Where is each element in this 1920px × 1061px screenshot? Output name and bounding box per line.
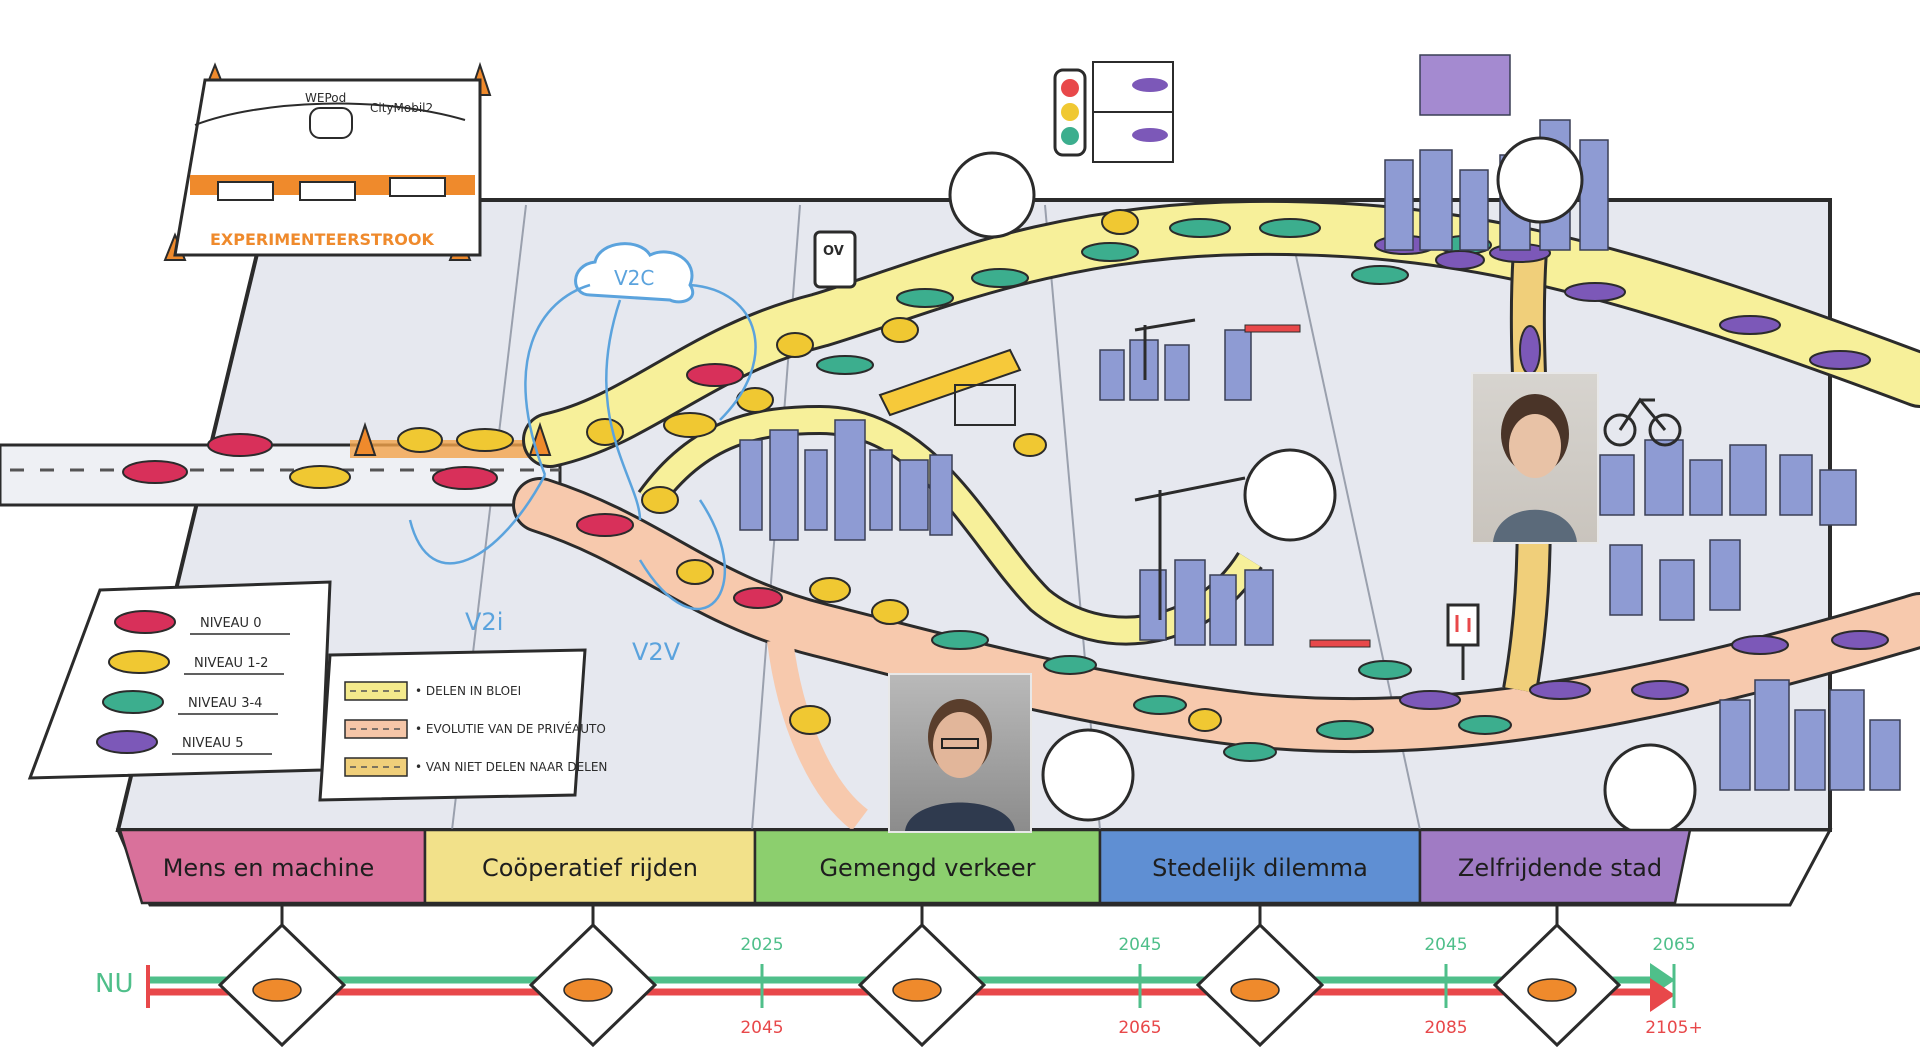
barrier [1244, 324, 1371, 648]
timeline-start-label: NU [95, 969, 133, 999]
milestone-car-icon [892, 978, 942, 1002]
tablet-ov-label: OV [823, 244, 844, 259]
timeline-arrow [1650, 978, 1675, 1012]
timeline-year-bottom: 2105+ [1645, 1018, 1703, 1038]
phase-segment [1418, 828, 1692, 905]
road-sign-icon [1446, 603, 1480, 680]
v2i-label: V2i [465, 608, 503, 636]
phase-bar: Mens en machine Coöperatief rijden Gemengd… [118, 828, 1692, 905]
car-niveau-0 [122, 363, 783, 609]
sign-label-wepod: WEPod [305, 91, 346, 105]
crane [1134, 318, 1246, 620]
v2c-label: V2C [614, 266, 654, 290]
phase-label: Mens en machine [163, 854, 375, 882]
v2v-label: V2V [632, 638, 681, 666]
legend-level-label: NIVEAU 5 [182, 736, 243, 751]
legend-car-swatch [102, 690, 164, 714]
portrait-photo-woman [1471, 372, 1599, 544]
legend-road-label: • VAN NIET DELEN NAAR DELEN [415, 760, 607, 774]
phase-label: Coöperatief rijden [482, 854, 698, 882]
timeline-year-top: 2045 [1424, 935, 1467, 955]
timeline-year-top: 2025 [740, 935, 783, 955]
experimenteerstrook-label: EXPERIMENTEERSTROOK [210, 230, 434, 249]
milestone-car-icon [1230, 978, 1280, 1002]
traffic-light-icon [1053, 68, 1087, 157]
timeline-year-top: 2045 [1118, 935, 1161, 955]
timeline-year-bottom: 2085 [1424, 1018, 1467, 1038]
phase-label: Stedelijk dilemma [1152, 854, 1368, 882]
bicycle-icon [1603, 397, 1682, 447]
legend-car-swatch [96, 730, 158, 754]
legend-road-label: • EVOLUTIE VAN DE PRIVÉAUTO [415, 721, 606, 736]
cloud-icon: V2C [574, 242, 694, 304]
milestone-car-icon [1527, 978, 1577, 1002]
experiment-sign: WEPod CityMobil2 EXPERIMENTEERSTROOK [173, 78, 482, 257]
timeline-year-bottom: 2045 [740, 1018, 783, 1038]
legend-roads: • DELEN IN BLOEI • EVOLUTIE VAN DE PRIVÉA… [318, 648, 607, 802]
legend-car-swatch [108, 650, 170, 674]
milestone-car-icon [252, 978, 302, 1002]
legend-level-label: NIVEAU 1-2 [194, 656, 268, 671]
portrait-photo-man [888, 673, 1032, 833]
legend-road-label: • DELEN IN BLOEI [415, 684, 521, 698]
phase-label: Gemengd verkeer [819, 854, 1035, 882]
legend-level-label: NIVEAU 3-4 [188, 696, 262, 711]
phase-label: Zelfrijdende stad [1458, 854, 1662, 882]
sign-label-citymobil: CityMobil2 [370, 101, 433, 115]
comic-panel [1092, 61, 1174, 163]
timeline-year-bottom: 2065 [1118, 1018, 1161, 1038]
legend-road-items: • DELEN IN BLOEI • EVOLUTIE VAN DE PRIVÉA… [344, 681, 607, 777]
car-niveau-3-4 [816, 218, 1512, 762]
legend-level-label: NIVEAU 0 [200, 616, 261, 631]
legend-car-swatch [114, 610, 176, 634]
vignettes [948, 136, 1697, 837]
timeline-year-top: 2065 [1652, 935, 1695, 955]
tablet-icon: OV [813, 230, 857, 289]
timeline: NU 2025 2045 2045 2065 2045 2065 2085 2105+ [95, 905, 1703, 1048]
connection-lines [408, 283, 757, 611]
milestone-car-icon [563, 978, 613, 1002]
car-niveau-1-2 [289, 209, 1222, 735]
tram [878, 348, 1022, 426]
